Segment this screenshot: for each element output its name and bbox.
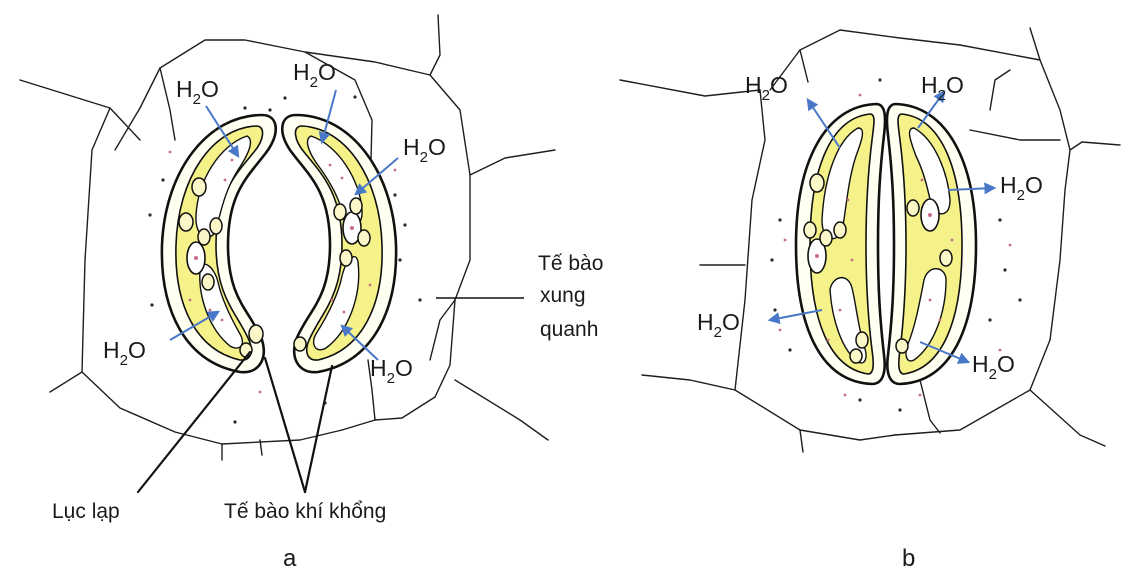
leader-guard-cell-left <box>265 358 305 492</box>
leader-guard-cell-right <box>305 366 332 492</box>
svg-text:H2O: H2O <box>1000 172 1043 204</box>
svg-text:H2O: H2O <box>176 76 219 108</box>
h2o-label-b-4: H2O <box>697 309 740 341</box>
diagram-b: H2O H2O H2O H2O H2O b <box>620 28 1120 572</box>
label-surrounding-line-3: quanh <box>540 318 598 341</box>
diagram-a: H2O H2O H2O H2O H2O Tế bào xung quanh Lụ… <box>20 15 603 572</box>
svg-text:H2O: H2O <box>921 72 964 104</box>
svg-text:H2O: H2O <box>370 355 413 387</box>
h2o-label-b-5: H2O <box>972 351 1015 383</box>
guard-cell-left-b <box>796 104 885 384</box>
epidermal-cell-walls-a <box>20 15 555 460</box>
h2o-label-a-2: H2O <box>293 59 336 91</box>
panel-label-b: b <box>902 545 915 572</box>
svg-text:H2O: H2O <box>403 134 446 166</box>
guard-cell-left-a <box>162 115 276 372</box>
label-surrounding-line-1: Tế bào <box>538 252 603 275</box>
svg-text:H2O: H2O <box>103 337 146 369</box>
h2o-label-a-4: H2O <box>103 337 146 369</box>
svg-text:H2O: H2O <box>972 351 1015 383</box>
panel-label-a: a <box>283 545 297 572</box>
h2o-label-a-1: H2O <box>176 76 219 108</box>
label-surrounding-line-2: xung <box>540 284 586 307</box>
label-chloroplast: Lục lạp <box>52 500 120 523</box>
h2o-label-a-5: H2O <box>370 355 413 387</box>
leader-chloroplast <box>138 352 250 492</box>
label-guard-cells: Tế bào khí khổng <box>224 500 386 523</box>
svg-text:H2O: H2O <box>697 309 740 341</box>
h2o-label-b-1: H2O <box>745 72 788 104</box>
h2o-label-b-2: H2O <box>921 72 964 104</box>
svg-text:H2O: H2O <box>293 59 336 91</box>
guard-cell-right-a <box>282 115 396 372</box>
h2o-label-a-3: H2O <box>403 134 446 166</box>
h2o-label-b-3: H2O <box>1000 172 1043 204</box>
guard-cell-right-b <box>887 104 976 384</box>
svg-text:H2O: H2O <box>745 72 788 104</box>
